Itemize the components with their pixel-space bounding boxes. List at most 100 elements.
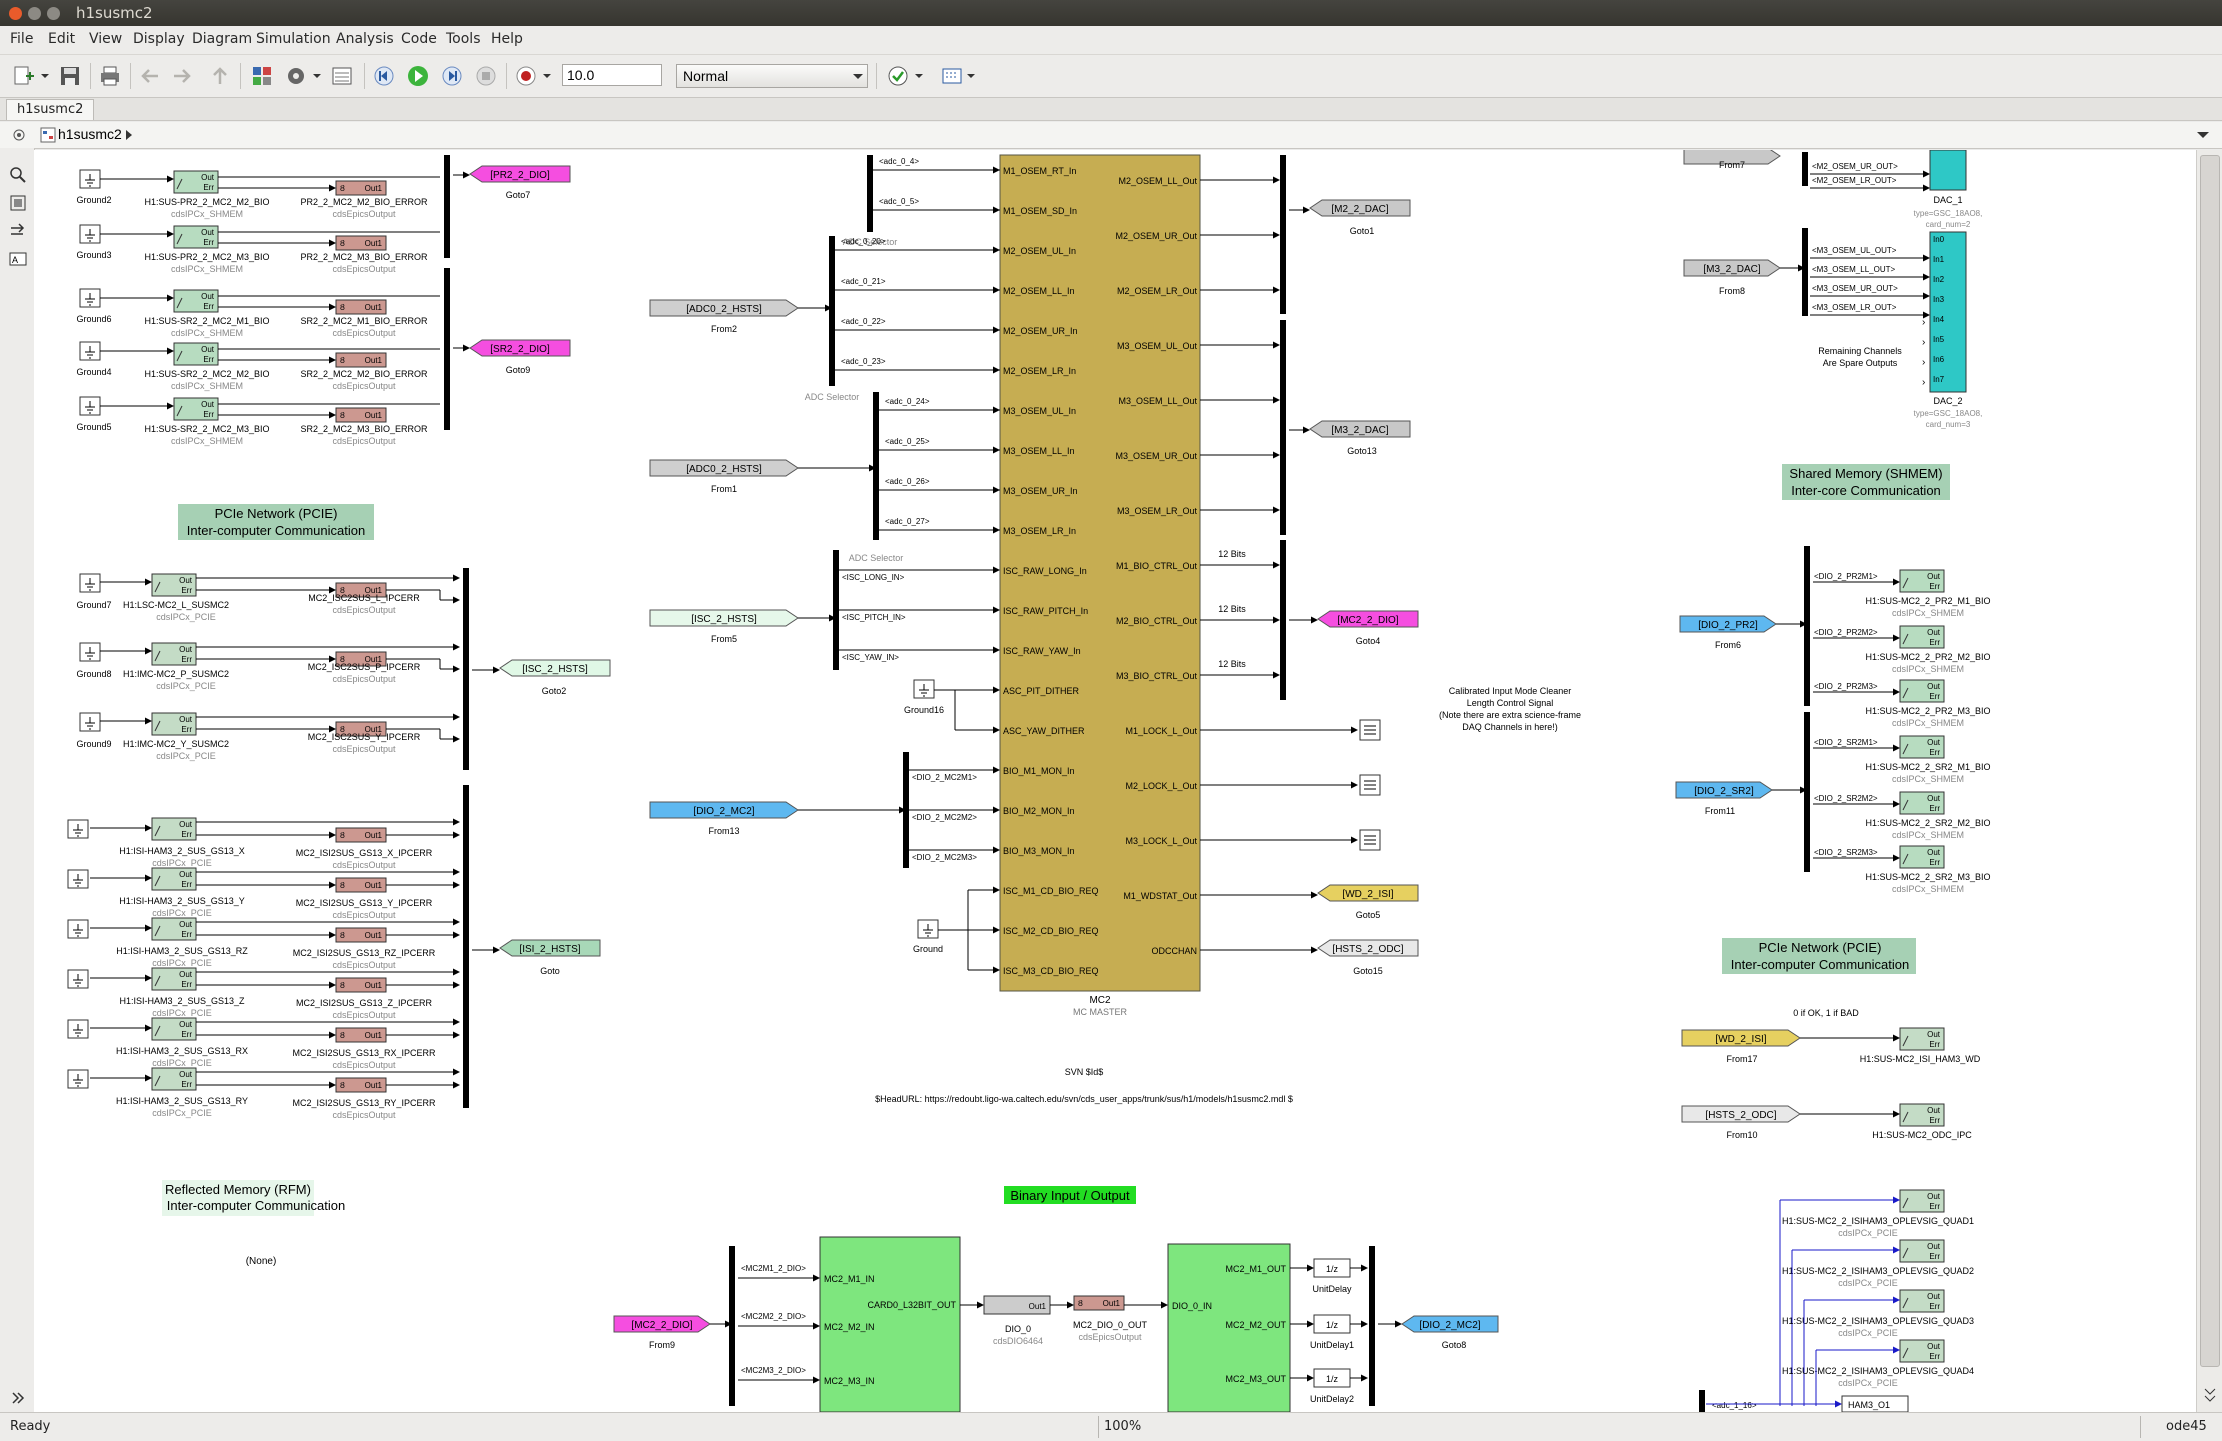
pcie-ipc-block[interactable] (1899, 1339, 1945, 1363)
chevron-down-icon[interactable] (914, 64, 924, 88)
bus-selector[interactable] (1802, 228, 1808, 316)
menu-simulation[interactable]: Simulation (256, 31, 331, 47)
stop-simulation-icon[interactable] (474, 64, 498, 88)
mc2-master-block[interactable] (999, 154, 1201, 992)
goto-m3-dac-block[interactable] (1309, 420, 1411, 438)
shmem-ipc-block[interactable] (173, 342, 219, 366)
bus-selector[interactable] (867, 155, 873, 232)
goto-m2-dac-block[interactable] (1309, 199, 1411, 217)
from-m3-dac-block[interactable] (1683, 259, 1781, 277)
bus-creator[interactable] (444, 268, 450, 430)
from-tag-block[interactable] (1683, 150, 1781, 165)
bus-selector[interactable] (1802, 152, 1808, 186)
chevron-down-icon[interactable] (40, 64, 50, 88)
bus-selector[interactable] (873, 392, 879, 540)
bus-creator[interactable] (444, 155, 450, 258)
shmem-ipc-block[interactable] (173, 289, 219, 313)
fit-to-view-icon[interactable] (9, 194, 27, 212)
menu-display[interactable]: Display (133, 31, 185, 47)
bus-creator[interactable] (1280, 540, 1286, 700)
goto-sr2-dio-block[interactable] (469, 339, 571, 357)
vertical-scrollbar[interactable] (2196, 150, 2222, 1412)
zoom-icon[interactable] (9, 166, 27, 184)
bus-creator[interactable] (1369, 1246, 1375, 1406)
pcie-ipc-block[interactable] (151, 573, 197, 597)
simulation-mode-select[interactable]: Normal (676, 64, 868, 88)
pcie-ipc-block[interactable] (151, 967, 197, 991)
bus-selector[interactable] (1699, 1390, 1705, 1412)
chevron-right-icon[interactable] (124, 129, 134, 141)
bus-creator[interactable] (463, 568, 469, 770)
shmem-ipc-block[interactable] (173, 225, 219, 249)
window-maximize-button[interactable] (47, 7, 60, 20)
model-advisor-check-icon[interactable] (886, 64, 910, 88)
record-icon[interactable] (514, 64, 538, 88)
run-simulation-icon[interactable] (406, 64, 430, 88)
window-minimize-button[interactable] (28, 7, 41, 20)
from-tag-block[interactable] (649, 609, 799, 627)
collapse-palette-icon[interactable] (11, 1392, 25, 1404)
pcie-ipc-block[interactable] (151, 642, 197, 666)
shmem-ipc-block[interactable] (1899, 625, 1945, 649)
pcie-ipc-block[interactable] (151, 712, 197, 736)
scroll-down-arrow-icon[interactable] (2203, 1385, 2217, 1405)
forward-arrow-icon[interactable] (170, 64, 194, 88)
menu-diagram[interactable]: Diagram (192, 31, 253, 47)
ham3-block[interactable] (1841, 1395, 1909, 1412)
shmem-ipc-block[interactable] (173, 397, 219, 421)
bus-selector[interactable] (729, 1246, 735, 1406)
goto-mc2-dio-block[interactable] (1317, 610, 1419, 628)
menu-edit[interactable]: Edit (48, 31, 76, 47)
goto-dio-mc2-block[interactable] (1401, 1315, 1499, 1333)
menu-file[interactable]: File (10, 31, 34, 47)
shmem-ipc-block[interactable] (1899, 735, 1945, 759)
bus-selector[interactable] (1804, 546, 1810, 706)
pcie-ipc-block[interactable] (1899, 1289, 1945, 1313)
save-icon[interactable] (58, 64, 82, 88)
step-forward-icon[interactable] (440, 64, 464, 88)
bus-creator[interactable] (463, 785, 469, 1108)
bus-selector[interactable] (1804, 712, 1810, 872)
goto-pr2-dio-block[interactable] (469, 165, 571, 183)
goto-wd-isi-block[interactable] (1317, 884, 1419, 902)
bus-creator[interactable] (1280, 320, 1286, 535)
menu-help[interactable]: Help (491, 31, 523, 47)
menu-view[interactable]: View (89, 31, 123, 47)
chevron-down-icon[interactable] (312, 64, 322, 88)
model-explorer-icon[interactable] (330, 64, 354, 88)
build-model-icon[interactable] (940, 64, 964, 88)
menu-code[interactable]: Code (401, 31, 437, 47)
shmem-ipc-block[interactable] (1899, 569, 1945, 593)
dac2-block[interactable] (1929, 231, 1967, 393)
goto-isc-hsts-block[interactable] (499, 659, 611, 677)
hide-browser-icon[interactable] (12, 128, 26, 142)
pcie-ipc-block[interactable] (1899, 1027, 1945, 1051)
chevron-down-icon[interactable] (542, 64, 552, 88)
bus-selector[interactable] (829, 236, 835, 386)
bus-creator[interactable] (1280, 155, 1286, 314)
breadcrumb-model[interactable]: h1susmc2 (58, 126, 122, 142)
print-icon[interactable] (98, 64, 122, 88)
shmem-ipc-block[interactable] (1899, 679, 1945, 703)
new-model-icon[interactable] (12, 64, 36, 88)
epics-output-block[interactable] (1073, 1295, 1125, 1311)
simulink-diagram[interactable]: Ground2OutErrH1:SUS-PR2_2_MC2_M2_BIOcdsI… (34, 150, 2196, 1412)
shmem-ipc-block[interactable] (1899, 845, 1945, 869)
pcie-ipc-block[interactable] (1899, 1189, 1945, 1213)
up-arrow-icon[interactable] (208, 64, 232, 88)
step-back-icon[interactable] (372, 64, 396, 88)
chevron-down-icon[interactable] (2196, 129, 2210, 141)
from-tag-block[interactable] (649, 459, 799, 477)
from-tag-block[interactable] (649, 801, 799, 819)
goto-hsts-odc-block[interactable] (1317, 939, 1419, 957)
back-arrow-icon[interactable] (138, 64, 162, 88)
menu-analysis[interactable]: Analysis (336, 31, 394, 47)
pcie-ipc-block[interactable] (1899, 1103, 1945, 1127)
model-config-gear-icon[interactable] (284, 64, 308, 88)
from-hsts-odc-block[interactable] (1681, 1105, 1801, 1123)
tab-h1susmc2[interactable]: h1susmc2 (6, 99, 95, 120)
from-mc2-dio-block[interactable] (613, 1315, 711, 1333)
shmem-ipc-block[interactable] (173, 170, 219, 194)
annotation-icon[interactable]: A (9, 250, 27, 268)
